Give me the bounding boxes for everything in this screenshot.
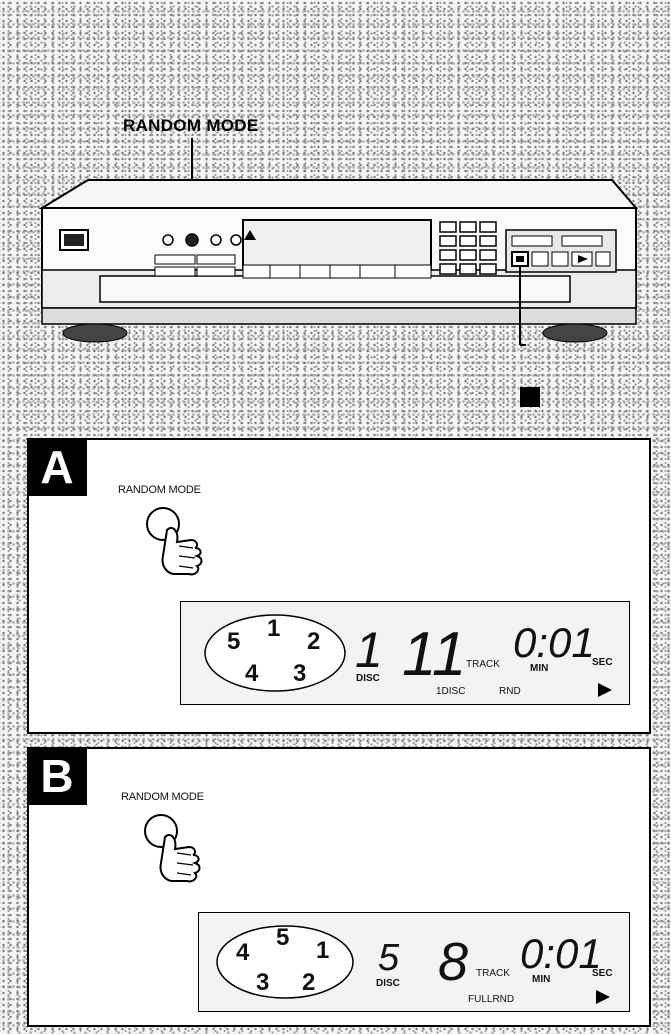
min-label: MIN <box>530 663 548 674</box>
mode-label-rnd: RND <box>499 686 521 697</box>
disc-number: 5 <box>378 937 400 979</box>
device-display-window <box>242 219 432 271</box>
track-number: 11 <box>402 620 466 689</box>
disc-ring-item: 2 <box>302 969 315 996</box>
mode-label-1disc: 1DISC <box>436 686 465 697</box>
disc-ring-item: 1 <box>267 615 280 642</box>
disc-number: 1 <box>355 622 383 678</box>
pressing-hand-icon <box>144 814 201 883</box>
sec-label: SEC <box>592 968 613 979</box>
step-panel-a: A RANDOM MODE 5 1 2 4 3 1 DISC 11 TRACK … <box>27 438 651 734</box>
disc-ring-item: 3 <box>293 660 306 687</box>
random-mode-callout-label: RANDOM MODE <box>123 116 259 135</box>
play-indicator-icon <box>598 683 612 697</box>
time-value: 0:01 <box>520 930 602 977</box>
random-mode-button-label: RANDOM MODE <box>118 484 201 496</box>
cd-changer-illustration <box>38 138 639 407</box>
mode-label-fullrnd: FULLRND <box>468 994 514 1005</box>
step-panel-b: B RANDOM MODE 4 5 1 3 2 5 DISC 8 TRACK 0… <box>27 747 651 1027</box>
disc-label: DISC <box>376 978 400 989</box>
panel-badge-b: B <box>27 747 87 805</box>
disc-ring-item: 3 <box>256 969 269 996</box>
track-number: 8 <box>438 932 468 992</box>
disc-label: DISC <box>356 673 380 684</box>
lcd-display-a: 5 1 2 4 3 1 DISC 11 TRACK 0:01 MIN SEC 1… <box>180 601 630 705</box>
track-label: TRACK <box>476 968 510 979</box>
track-label: TRACK <box>466 659 500 670</box>
random-mode-button-label: RANDOM MODE <box>121 791 204 803</box>
time-value: 0:01 <box>513 619 595 666</box>
min-label: MIN <box>532 974 550 985</box>
lcd-display-b: 4 5 1 3 2 5 DISC 8 TRACK 0:01 MIN SEC FU… <box>198 912 630 1012</box>
disc-ring-item: 5 <box>227 628 240 655</box>
stop-symbol-icon <box>520 387 540 407</box>
disc-ring-item: 4 <box>245 660 259 687</box>
disc-ring-item: 5 <box>276 924 289 951</box>
disc-ring-item: 2 <box>307 628 320 655</box>
disc-ring-item: 4 <box>236 939 250 966</box>
disc-ring-item: 1 <box>316 937 329 964</box>
pressing-hand-icon <box>146 507 203 576</box>
panel-badge-a: A <box>27 438 87 496</box>
play-indicator-icon <box>596 990 610 1004</box>
sec-label: SEC <box>592 657 613 668</box>
